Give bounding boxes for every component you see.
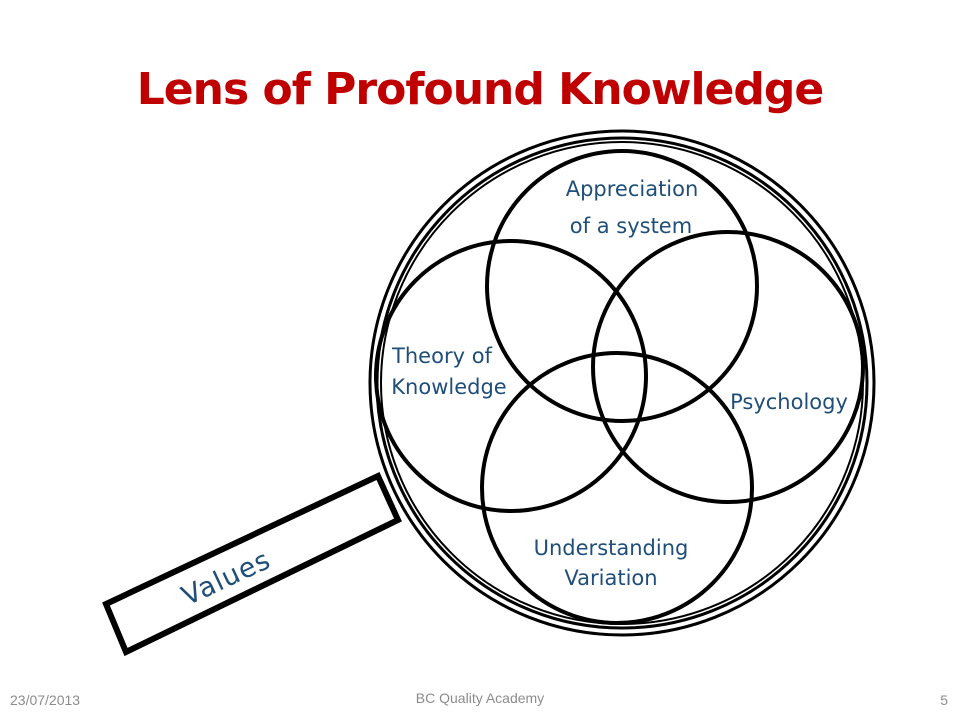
knowledge-circles — [374, 149, 865, 625]
psychology-circle — [591, 230, 865, 504]
appreciation-label-line1: Appreciation — [566, 177, 699, 201]
variation-circle — [480, 351, 754, 625]
slide-title: Lens of Profound Knowledge — [136, 64, 824, 115]
footer-date: 23/07/2013 — [10, 692, 81, 708]
psychology-label: Psychology — [730, 390, 848, 414]
circle-labels: Appreciation of a system Theory of Knowl… — [391, 177, 848, 590]
theory-label-line1: Theory of — [391, 344, 492, 368]
appreciation-label-line2: of a system — [570, 214, 692, 238]
appreciation-circle — [485, 149, 759, 423]
lens-handle — [102, 471, 402, 657]
theory-circle — [374, 239, 648, 513]
footer-organization: BC Quality Academy — [415, 690, 545, 706]
variation-label-line2: Variation — [564, 566, 657, 590]
theory-label-line2: Knowledge — [391, 375, 506, 399]
variation-label-line1: Understanding — [534, 536, 689, 560]
footer-page-number: 5 — [940, 692, 948, 708]
